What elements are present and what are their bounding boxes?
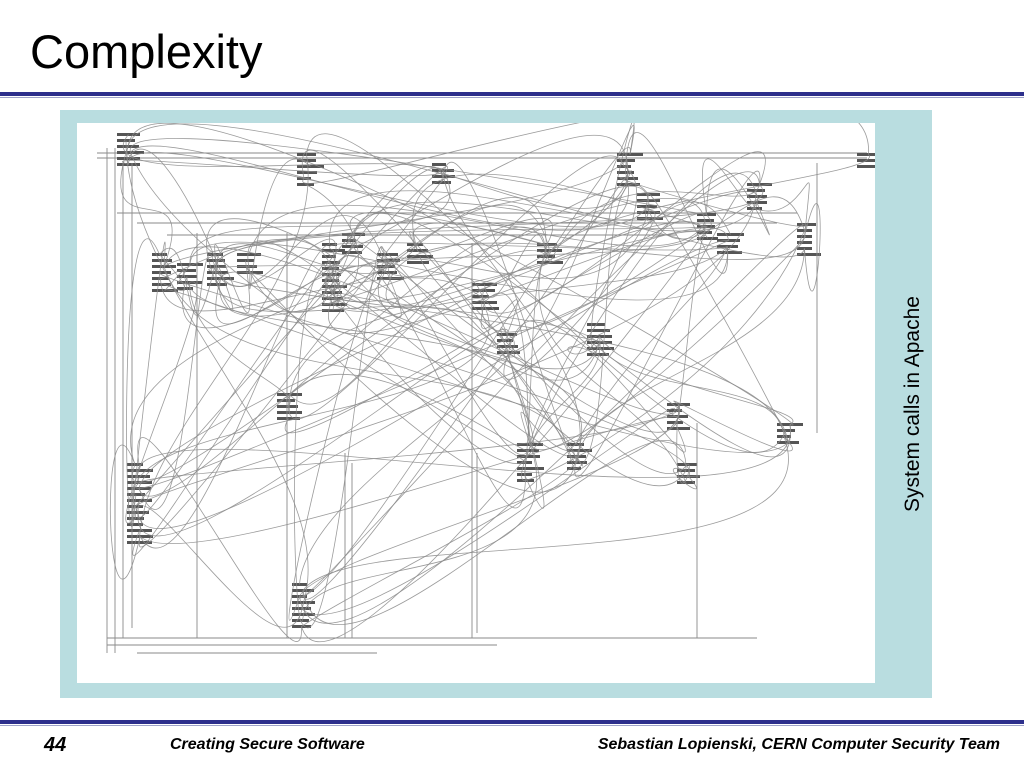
slide-title: Complexity xyxy=(30,25,263,78)
title-divider-thin xyxy=(0,97,1024,98)
footer-course-title: Creating Secure Software xyxy=(170,736,365,753)
title-divider xyxy=(0,92,1024,96)
footer-divider xyxy=(0,720,1024,724)
footer-divider-thin xyxy=(0,725,1024,726)
slide-number: 44 xyxy=(44,734,67,756)
call-graph-diagram-icon xyxy=(97,123,875,654)
figure-caption-text: System calls in Apache xyxy=(901,296,924,512)
footer-author: Sebastian Lopienski, CERN Computer Secur… xyxy=(597,736,1000,753)
apache-call-graph-figure xyxy=(77,123,875,683)
